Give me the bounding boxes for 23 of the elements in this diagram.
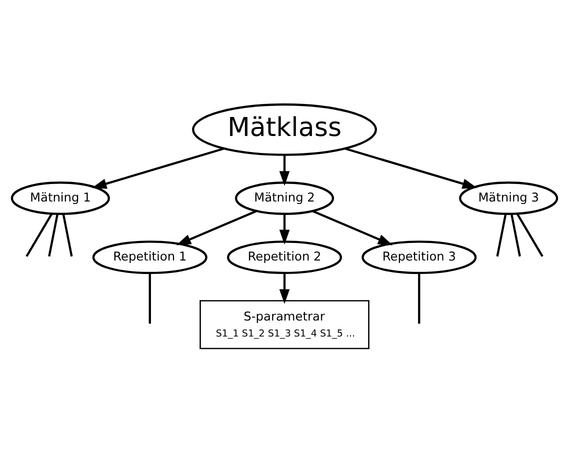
- arrow: [279, 272, 290, 304]
- connector: [26, 212, 53, 256]
- arrow: [344, 147, 478, 188]
- connector: [418, 272, 420, 324]
- node-ellipse: Mätning 2: [234, 181, 334, 214]
- arrow: [312, 210, 393, 245]
- arrow: [176, 210, 257, 245]
- node-box: S-parametrar S1_1 S1_2 S1_3 S1_4 S1_5 ...: [200, 300, 370, 349]
- connector: [62, 213, 73, 256]
- connector: [510, 213, 521, 256]
- node-ellipse: Mätklass: [192, 102, 377, 156]
- arrow: [279, 214, 290, 244]
- connector: [516, 212, 544, 256]
- node-ellipse: Repetition 3: [362, 240, 477, 274]
- connector: [48, 213, 59, 256]
- arrow: [92, 147, 224, 188]
- node-ellipse: Repetition 2: [226, 240, 342, 274]
- connector: [496, 213, 507, 256]
- node-ellipse: Mätning 1: [10, 181, 110, 214]
- node-ellipse: Repetition 1: [92, 240, 208, 274]
- connector: [148, 272, 151, 324]
- arrow: [279, 154, 290, 186]
- node-ellipse: Mätning 3: [459, 181, 558, 214]
